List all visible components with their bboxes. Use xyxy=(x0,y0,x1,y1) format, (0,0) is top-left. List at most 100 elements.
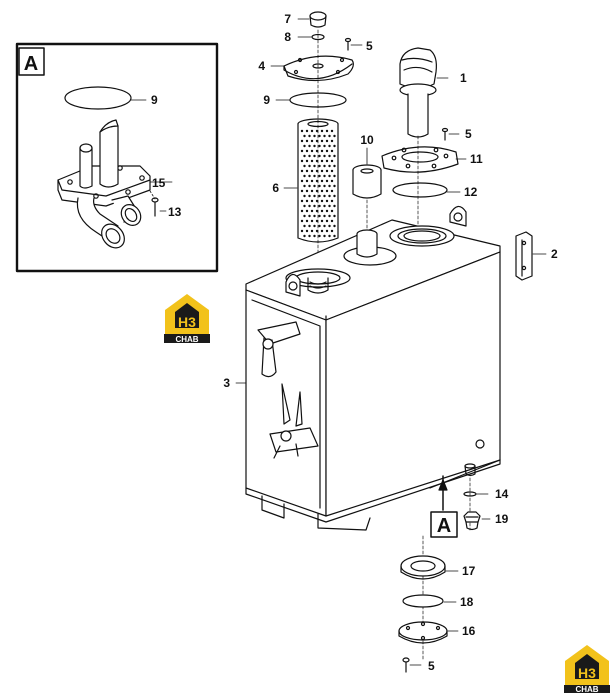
callout-8: 8 xyxy=(284,30,291,44)
strainer-perforation xyxy=(310,219,314,223)
strainer-perforation xyxy=(320,159,324,163)
strainer-perforation xyxy=(323,144,326,148)
strainer-perforation xyxy=(310,189,314,193)
strainer-perforation xyxy=(320,199,324,203)
strainer-perforation xyxy=(325,159,329,163)
strainer-perforation xyxy=(308,214,311,218)
strainer-perforation xyxy=(300,199,304,203)
strainer-perforation xyxy=(310,209,314,213)
bracket-2 xyxy=(516,232,546,280)
section-a-marker xyxy=(431,476,457,537)
callout-13: 13 xyxy=(168,205,182,219)
strainer-perforation xyxy=(310,179,314,183)
strainer-perforation xyxy=(330,219,334,223)
strainer-perforation xyxy=(308,174,311,178)
strainer-perforation xyxy=(305,229,309,233)
strainer-perforation xyxy=(320,229,324,233)
strainer-perforation xyxy=(328,194,331,198)
strainer-perforation xyxy=(313,234,316,238)
bolt-5-filler xyxy=(443,129,460,141)
cover-16 xyxy=(399,622,458,643)
strainer-perforation xyxy=(330,199,334,203)
strainer-perforation xyxy=(328,204,331,208)
strainer-perforation xyxy=(320,219,324,223)
strainer-perforation xyxy=(318,184,321,188)
cover-4 xyxy=(271,56,353,80)
strainer-perforation xyxy=(300,169,304,173)
oring-8 xyxy=(298,35,324,40)
callout-3: 3 xyxy=(223,376,230,390)
strainer-perforation xyxy=(305,179,309,183)
callout-18: 18 xyxy=(460,595,474,609)
strainer-perforation xyxy=(303,154,306,158)
strainer-perforation xyxy=(330,189,334,193)
strainer-perforation xyxy=(318,164,321,168)
strainer-perforation xyxy=(310,169,314,173)
strainer-perforation xyxy=(313,204,316,208)
strainer-perforation xyxy=(315,149,319,153)
callout-14: 14 xyxy=(495,487,509,501)
strainer-perforation xyxy=(318,194,321,198)
callout-5-bottom: 5 xyxy=(428,659,435,673)
strainer-perforation xyxy=(333,134,336,138)
strainer-perforation xyxy=(305,159,309,163)
strainer-perforation xyxy=(313,184,316,188)
section-letter: A xyxy=(437,515,451,537)
detail-letter: A xyxy=(24,53,38,75)
callout-11: 11 xyxy=(470,152,483,166)
strainer-perforation xyxy=(305,199,309,203)
strainer-perforation xyxy=(308,204,311,208)
strainer-perforation xyxy=(315,179,319,183)
strainer-perforation xyxy=(305,219,309,223)
callout-9: 9 xyxy=(263,93,270,107)
filler-neck-1 xyxy=(400,48,448,137)
callout-labels: A A 9 15 13 7 8 5 4 9 6 10 1 5 11 12 2 3… xyxy=(24,12,558,673)
strainer-perforation xyxy=(303,234,306,238)
strainer-perforation xyxy=(305,149,309,153)
strainer-perforation xyxy=(318,134,321,138)
strainer-perforation xyxy=(308,194,311,198)
strainer-perforation xyxy=(333,144,336,148)
callout-5-top: 5 xyxy=(366,39,373,53)
strainer-perforation xyxy=(330,179,334,183)
strainer-perforation xyxy=(328,224,331,228)
strainer-perforation xyxy=(308,134,311,138)
strainer-perforation xyxy=(313,164,316,168)
strainer-perforation xyxy=(328,164,331,168)
bolt-5-bottom xyxy=(403,658,421,672)
strainer-perforation xyxy=(315,229,319,233)
strainer-perforation xyxy=(313,224,316,228)
callout-4: 4 xyxy=(258,59,265,73)
strainer-perforation xyxy=(305,169,309,173)
strainer-perforation xyxy=(315,199,319,203)
strainer-perforation xyxy=(305,189,309,193)
strainer-perforation xyxy=(333,154,336,158)
strainer-perforation xyxy=(320,209,324,213)
strainer-perforation xyxy=(300,189,304,193)
strainer-perforation xyxy=(320,129,324,133)
strainer-perforation xyxy=(328,134,331,138)
strainer-perforation xyxy=(328,154,331,158)
strainer-perforation xyxy=(310,149,314,153)
strainer-perforation xyxy=(323,214,326,218)
plug-19 xyxy=(464,512,490,530)
strainer-perforation xyxy=(330,139,334,143)
strainer-perforation xyxy=(323,194,326,198)
callout-12: 12 xyxy=(464,185,478,199)
strainer-perforation xyxy=(303,164,306,168)
strainer-perforation xyxy=(303,134,306,138)
strainer-perforation xyxy=(323,204,326,208)
strainer-perforation xyxy=(325,209,329,213)
callout-19: 19 xyxy=(495,512,509,526)
strainer-perforation xyxy=(310,139,314,143)
strainer-perforation xyxy=(330,169,334,173)
strainer-perforation xyxy=(328,184,331,188)
strainer-perforation xyxy=(333,224,336,228)
strainer-perforation xyxy=(303,204,306,208)
strainer-perforation xyxy=(333,234,336,238)
strainer-perforation xyxy=(315,219,319,223)
strainer-perforation xyxy=(325,129,329,133)
strainer-perforation xyxy=(303,184,306,188)
strainer-perforation xyxy=(305,129,309,133)
strainer-perforation xyxy=(310,129,314,133)
